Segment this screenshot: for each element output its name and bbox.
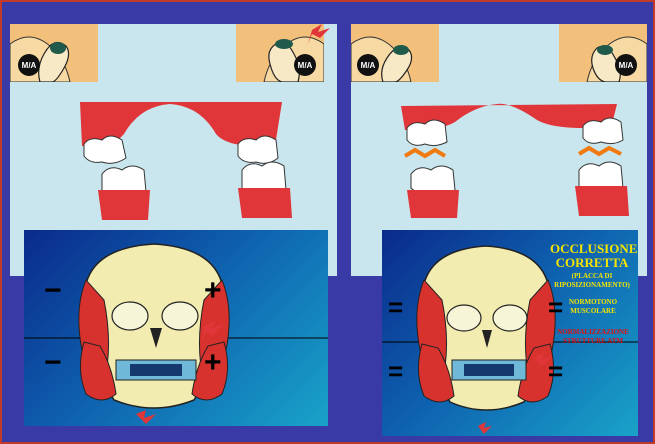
lower-gum-right	[575, 186, 629, 216]
left-skull-box	[24, 230, 328, 426]
orange-splint-left	[405, 150, 445, 156]
lower-gum-right	[238, 188, 292, 218]
muscle-sign-bottom-right: +	[204, 348, 222, 378]
red-arrow	[308, 24, 330, 44]
muscle-tone-note: NORMOTONO MUSCOLARE	[554, 298, 632, 316]
right-skull-box: OCCLUSIONE CORRETTA (PLACCA DI RIPOSIZIO…	[382, 230, 638, 436]
red-arrow	[136, 410, 156, 424]
orange-splint-right	[579, 148, 621, 154]
muscle-sign-bottom-right: =	[548, 358, 563, 384]
muscle-sign-top-left: =	[388, 294, 403, 320]
lower-gum-left	[407, 190, 459, 218]
muscle-sign-top-right: =	[548, 294, 563, 320]
muscle-sign-top-right: +	[204, 276, 222, 306]
red-arrow	[478, 422, 492, 434]
skull-illustration	[24, 230, 328, 426]
tmj-note: NORMALIZZAZIONE STRUTTURE ATM	[554, 328, 632, 346]
diagram-subtitle: (PLACCA DI RIPOSIZIONAMENTO)	[550, 272, 634, 290]
muscle-sign-bottom-left: −	[44, 348, 62, 378]
lower-gum-left	[98, 190, 150, 220]
muscle-sign-bottom-left: =	[388, 358, 403, 384]
muscle-sign-top-left: −	[44, 276, 62, 306]
diagram-title: OCCLUSIONE CORRETTA	[550, 242, 634, 270]
